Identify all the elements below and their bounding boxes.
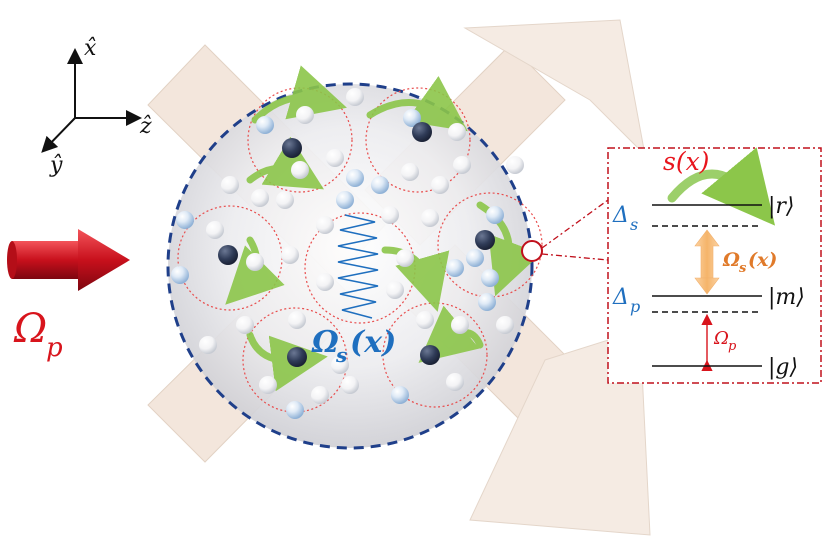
atom <box>486 206 504 224</box>
coupling-subscript: s <box>335 343 347 367</box>
rydberg-atom <box>218 245 238 265</box>
y-axis-arrow <box>41 117 76 153</box>
coupling-omega: Ω <box>311 325 339 360</box>
delta-p-symbol: Δ <box>612 285 629 310</box>
interaction-label: s(x) <box>663 147 709 176</box>
atom <box>421 209 439 227</box>
atom <box>481 269 499 287</box>
state-g-label: |g⟩ <box>768 355 798 380</box>
zoom-connectors <box>541 199 609 261</box>
probe-arrow-head <box>78 229 130 291</box>
atom <box>446 373 464 391</box>
atom <box>256 116 274 134</box>
atom <box>341 376 359 394</box>
atom <box>206 221 224 239</box>
atom <box>506 156 524 174</box>
green-arrow <box>418 305 484 363</box>
atom <box>466 249 484 267</box>
atom <box>336 191 354 209</box>
x-axis-label: x̂ <box>84 36 97 61</box>
atom <box>346 169 364 187</box>
atom <box>296 106 314 124</box>
probe-arrow-tail <box>7 241 17 279</box>
coupling-double-arrow <box>694 229 720 295</box>
atom <box>496 316 514 334</box>
connector-line <box>541 253 609 261</box>
atom <box>316 216 334 234</box>
atom <box>448 123 466 141</box>
delta-p-subscript: p <box>630 297 640 316</box>
rydberg-atom <box>287 347 307 367</box>
atom <box>403 109 421 127</box>
atom <box>346 88 364 106</box>
rydberg-atom <box>282 138 302 158</box>
level-coupling-argument: (x) <box>748 249 777 271</box>
z-axis-label: ẑ <box>139 114 152 139</box>
atom <box>316 273 334 291</box>
atom <box>371 176 389 194</box>
atom <box>326 149 344 167</box>
level-probe-subscript: p <box>728 339 737 354</box>
rydberg-atom <box>475 230 495 250</box>
delta-s-symbol: Δ <box>612 203 629 228</box>
coupling-wave <box>337 214 379 319</box>
probe-arrow-shaft <box>12 241 78 279</box>
state-r-label: |r⟩ <box>768 194 795 219</box>
probe-subscript: p <box>46 333 63 363</box>
atom <box>431 176 449 194</box>
green-arrow <box>366 75 468 132</box>
atom <box>199 336 217 354</box>
atom <box>396 249 414 267</box>
atom <box>246 253 264 271</box>
atom <box>478 293 496 311</box>
atom <box>281 246 299 264</box>
probe-beam: Ω p <box>7 229 130 363</box>
atom <box>251 189 269 207</box>
probe-omega: Ω <box>13 306 47 352</box>
level-probe-omega: Ω <box>713 328 729 349</box>
atom <box>288 311 306 329</box>
atoms <box>171 88 543 419</box>
coordinate-axes: x̂ ẑ ŷ <box>41 36 152 178</box>
rydberg-atom <box>412 122 432 142</box>
atom <box>391 386 409 404</box>
atom <box>236 316 254 334</box>
atom <box>176 211 194 229</box>
atom <box>221 176 239 194</box>
atom <box>276 191 294 209</box>
delta-s-subscript: s <box>630 215 638 234</box>
atom <box>451 316 469 334</box>
atom <box>453 156 471 174</box>
atom <box>446 259 464 277</box>
highlighted-atom <box>521 240 543 262</box>
atom <box>259 376 277 394</box>
level-coupling-subscript: s <box>739 261 747 276</box>
atom <box>381 206 399 224</box>
green-arrow <box>251 65 347 124</box>
atom <box>386 281 404 299</box>
atom <box>311 386 329 404</box>
coupling-label: Ω s (x) <box>311 325 396 367</box>
atom <box>331 356 349 374</box>
atom <box>171 266 189 284</box>
y-axis-label: ŷ <box>49 153 63 178</box>
level-coupling-omega: Ω <box>722 249 740 271</box>
atom <box>416 311 434 329</box>
atom-cloud: Ω s (x) <box>166 65 543 450</box>
connector-line <box>541 199 609 249</box>
coupling-argument: (x) <box>350 325 396 360</box>
state-m-label: |m⟩ <box>768 285 805 310</box>
coupling-arrow-down <box>694 277 720 295</box>
rydberg-atom <box>420 345 440 365</box>
interaction-arc-arrow <box>667 147 776 226</box>
level-scheme-panel: s(x) |r⟩ Δ s Ω s (x) |m⟩ Δ p Ω p |g⟩ <box>607 147 822 384</box>
atom <box>286 401 304 419</box>
atom <box>401 163 419 181</box>
atom <box>291 161 309 179</box>
